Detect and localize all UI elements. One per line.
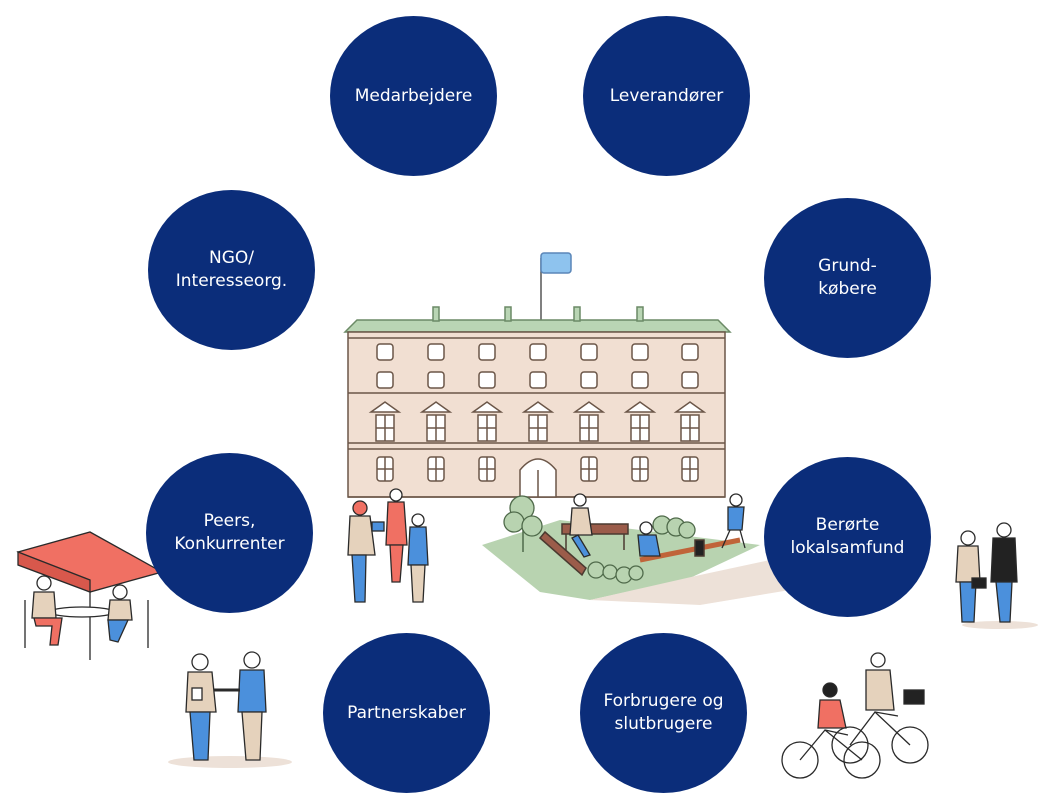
- stakeholder-consumers-label: Forbrugere og slutbrugere: [603, 691, 724, 734]
- stakeholder-consumers: Forbrugere og slutbrugere: [580, 633, 747, 793]
- building-window: [681, 371, 699, 389]
- stakeholder-suppliers: Leverandører: [583, 16, 750, 176]
- stakeholder-peers: Peers, Konkurrenter: [146, 453, 313, 613]
- window-pediment: [368, 401, 402, 413]
- walking-people-illustration: [955, 522, 1038, 629]
- building-window: [478, 371, 496, 389]
- stakeholder-suppliers-label: Leverandører: [609, 85, 724, 106]
- window-pediment: [419, 401, 453, 413]
- window-pediment: [623, 401, 657, 413]
- building-window: [681, 343, 699, 361]
- flag: [540, 252, 572, 274]
- cafe-illustration: [16, 531, 164, 660]
- stakeholder-partnerships-label: Partnerskaber: [347, 702, 466, 723]
- building-illustration: [343, 252, 732, 498]
- building-window: [376, 343, 394, 361]
- stakeholder-employees: Medarbejdere: [330, 16, 497, 176]
- stakeholder-communities-label: Berørte lokalsamfund: [790, 515, 905, 558]
- stakeholder-land-buyers: Grund- købere: [764, 198, 931, 358]
- cyclists-illustration: [781, 652, 929, 779]
- building-window: [529, 343, 547, 361]
- building-window: [580, 371, 598, 389]
- window-pediment: [470, 401, 504, 413]
- park-illustration: [482, 493, 790, 605]
- people-group-illustration: [347, 488, 429, 603]
- stakeholder-ngo: NGO/ Interesseorg.: [148, 190, 315, 350]
- stakeholder-ngo-label: NGO/ Interesseorg.: [175, 248, 288, 291]
- stakeholder-communities: Berørte lokalsamfund: [764, 457, 931, 617]
- building-window: [427, 343, 445, 361]
- building-roof: [343, 319, 732, 333]
- building-window: [631, 343, 649, 361]
- stakeholder-partnerships: Partnerskaber: [323, 633, 490, 793]
- building-window: [529, 371, 547, 389]
- stakeholder-employees-label: Medarbejdere: [354, 85, 473, 106]
- window-pediment: [521, 401, 555, 413]
- building-window: [478, 343, 496, 361]
- window-pediment: [572, 401, 606, 413]
- building-window: [427, 371, 445, 389]
- building-window: [580, 343, 598, 361]
- window-pediment: [673, 401, 707, 413]
- stakeholder-land-buyers-label: Grund- købere: [818, 256, 877, 299]
- handshake-illustration: [168, 651, 292, 768]
- stakeholder-peers-label: Peers, Konkurrenter: [174, 511, 285, 554]
- building-window: [376, 371, 394, 389]
- building-window: [631, 371, 649, 389]
